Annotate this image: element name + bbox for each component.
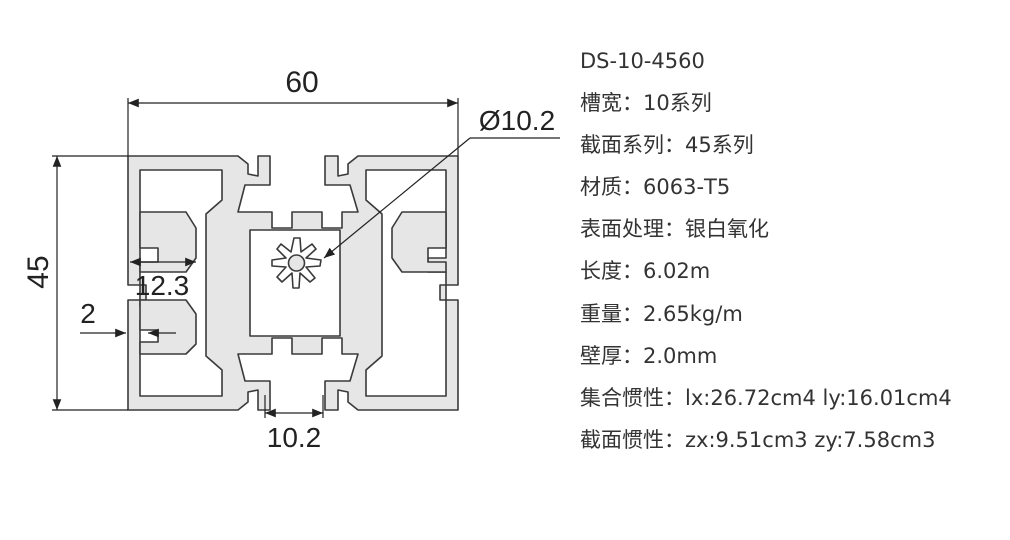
dimension-slot-inner-label: 12.3 — [135, 270, 190, 301]
dimension-width — [127, 98, 459, 156]
spec-section-series: 截面系列：45系列 — [580, 128, 1005, 170]
dimension-width-label: 60 — [285, 66, 318, 99]
spec-model-value: DS-10-4560 — [580, 49, 705, 73]
dimension-slot-opening-label: 10.2 — [267, 422, 322, 453]
spec-material: 材质：6063-T5 — [580, 170, 1005, 212]
spec-length: 长度：6.02m — [580, 254, 1005, 296]
spec-material-label: 材质： — [580, 175, 643, 200]
dimension-slot-opening — [264, 395, 324, 418]
spec-wall-thickness-value: 2.0mm — [643, 343, 718, 368]
spec-length-value: 6.02m — [643, 259, 711, 284]
profile-drawing: 60 45 12.3 2 10.2 Ø10.2 — [22, 66, 560, 453]
spec-list: DS-10-4560 槽宽：10系列 截面系列：45系列 材质：6063-T5 … — [580, 44, 1005, 465]
spec-weight-value: 2.65kg/m — [643, 301, 743, 326]
spec-moment-of-inertia: 集合惯性：lx:26.72cm4 ly:16.01cm4 — [580, 381, 1005, 423]
spec-weight-label: 重量： — [580, 301, 643, 326]
dimension-center-hole — [323, 137, 560, 259]
spec-section-modulus-value: zx:9.51cm3 zy:7.58cm3 — [685, 427, 936, 452]
spec-wall-thickness-label: 壁厚： — [580, 343, 643, 368]
spec-slot-width-value: 10系列 — [643, 91, 712, 116]
dimension-height-label: 45 — [22, 255, 55, 288]
dimension-wall-label: 2 — [80, 298, 96, 329]
spec-weight: 重量：2.65kg/m — [580, 297, 1005, 339]
spec-surface-treatment: 表面处理：银白氧化 — [580, 212, 1005, 254]
spec-section-series-value: 45系列 — [685, 133, 754, 158]
spec-material-value: 6063-T5 — [643, 175, 731, 200]
dimension-center-hole-label: Ø10.2 — [479, 105, 555, 136]
spec-section-series-label: 截面系列： — [580, 133, 685, 158]
aluminum-profile-section — [127, 155, 459, 411]
spec-wall-thickness: 壁厚：2.0mm — [580, 339, 1005, 381]
spec-surface-treatment-value: 银白氧化 — [685, 217, 769, 242]
dimension-height — [52, 155, 128, 411]
spec-section-modulus: 截面惯性：zx:9.51cm3 zy:7.58cm3 — [580, 423, 1005, 465]
spec-surface-treatment-label: 表面处理： — [580, 217, 685, 242]
spec-moment-of-inertia-value: lx:26.72cm4 ly:16.01cm4 — [685, 385, 952, 410]
spec-slot-width: 槽宽：10系列 — [580, 86, 1005, 128]
spec-length-label: 长度： — [580, 259, 643, 284]
spec-slot-width-label: 槽宽： — [580, 91, 643, 116]
spec-model: DS-10-4560 — [580, 44, 1005, 86]
spec-section-modulus-label: 截面惯性： — [580, 427, 685, 452]
spec-moment-of-inertia-label: 集合惯性： — [580, 385, 685, 410]
